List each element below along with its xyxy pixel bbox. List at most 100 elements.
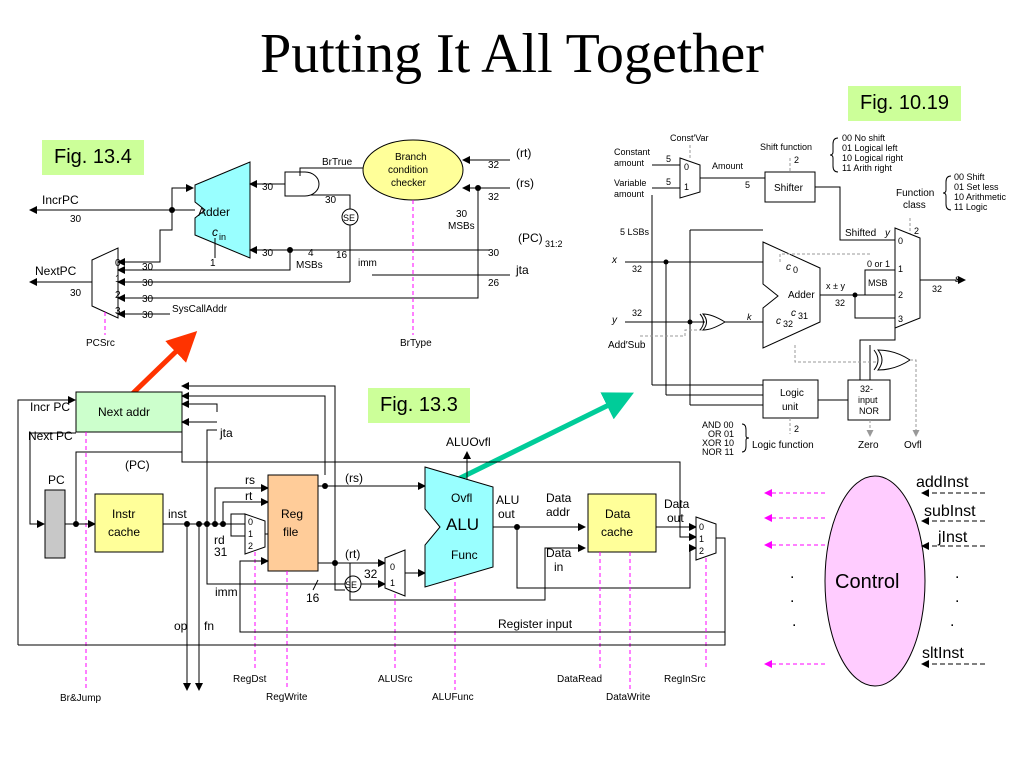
xor-gate bbox=[701, 313, 726, 331]
fig-13-3-datapath: Incr PC Next PC Next addr jta Br&Jump PC… bbox=[17, 382, 726, 704]
svg-text:10 Logical right: 10 Logical right bbox=[842, 153, 904, 163]
svg-text:32: 32 bbox=[632, 308, 642, 318]
svg-text:31: 31 bbox=[798, 311, 808, 321]
svg-text:(rt): (rt) bbox=[516, 146, 531, 160]
svg-text:5 LSBs: 5 LSBs bbox=[620, 227, 650, 237]
input-jinst: jInst bbox=[937, 529, 968, 546]
svg-text:.: . bbox=[955, 565, 959, 582]
svg-text:Branch: Branch bbox=[395, 152, 427, 163]
and-gate bbox=[284, 171, 320, 197]
svg-text:10 Arithmetic: 10 Arithmetic bbox=[954, 192, 1007, 202]
svg-text:(rs): (rs) bbox=[516, 176, 534, 190]
fig-13-4-tag: Fig. 13.4 bbox=[42, 140, 144, 175]
svg-text:Logic function: Logic function bbox=[752, 440, 814, 451]
svg-text:Function: Function bbox=[896, 188, 934, 199]
svg-text:Data: Data bbox=[664, 497, 690, 511]
svg-text:Ovfl: Ovfl bbox=[451, 491, 472, 505]
nextpc-label: NextPC bbox=[35, 264, 77, 278]
svg-text:32: 32 bbox=[488, 192, 500, 203]
svg-text:Data: Data bbox=[605, 507, 631, 521]
svg-text:.: . bbox=[792, 613, 796, 630]
svg-text:Incr PC: Incr PC bbox=[30, 400, 70, 414]
svg-text:Reg: Reg bbox=[281, 507, 303, 521]
svg-text:Func: Func bbox=[451, 548, 478, 562]
alu-block bbox=[424, 466, 494, 588]
input-sltinst: sltInst bbox=[922, 645, 964, 662]
svg-text:11 Arith right: 11 Arith right bbox=[842, 163, 892, 173]
svg-text:Shifted: Shifted bbox=[845, 228, 876, 239]
svg-text:16: 16 bbox=[336, 250, 348, 261]
svg-text:cache: cache bbox=[601, 525, 633, 539]
svg-text:y: y bbox=[884, 228, 891, 239]
red-arrow bbox=[126, 331, 198, 400]
svg-text:00 Shift: 00 Shift bbox=[954, 172, 985, 182]
svg-text:Add′Sub: Add′Sub bbox=[608, 340, 646, 351]
pc-adder bbox=[194, 161, 251, 259]
svg-text:26: 26 bbox=[488, 278, 500, 289]
incrpc-label: IncrPC bbox=[42, 193, 79, 207]
instr-cache bbox=[94, 493, 164, 553]
svg-text:0: 0 bbox=[793, 265, 798, 275]
svg-text:NOR 11: NOR 11 bbox=[702, 447, 734, 457]
svg-text:s: s bbox=[955, 274, 960, 285]
svg-text:MSB: MSB bbox=[868, 278, 888, 288]
signal-reginsrc: RegInSrc bbox=[664, 674, 706, 685]
svg-text:ALU: ALU bbox=[496, 493, 519, 507]
svg-text:Amount: Amount bbox=[712, 161, 744, 171]
svg-text:00 No shift: 00 No shift bbox=[842, 133, 886, 143]
svg-text:checker: checker bbox=[391, 178, 427, 189]
svg-text:ALUOvfl: ALUOvfl bbox=[446, 435, 491, 449]
svg-text:rs: rs bbox=[245, 473, 255, 487]
svg-text:file: file bbox=[283, 525, 299, 539]
regdst-mux bbox=[244, 513, 266, 555]
adder-unit bbox=[762, 241, 821, 349]
svg-text:30: 30 bbox=[262, 248, 274, 259]
fig-10-19-diagram: Const′Var Constant amount Variable amoun… bbox=[608, 133, 1007, 457]
svg-text:y: y bbox=[611, 315, 618, 326]
svg-text:2: 2 bbox=[914, 226, 919, 236]
svg-text:c: c bbox=[786, 262, 791, 273]
svg-text:30: 30 bbox=[488, 248, 500, 259]
svg-text:x ± y: x ± y bbox=[826, 281, 845, 291]
svg-text:01 Logical left: 01 Logical left bbox=[842, 143, 898, 153]
pc-mux bbox=[91, 247, 119, 319]
svg-text:condition: condition bbox=[388, 165, 428, 176]
reginsrc-mux bbox=[695, 516, 717, 561]
svg-text:Data: Data bbox=[546, 546, 572, 560]
svg-text:Zero: Zero bbox=[858, 440, 879, 451]
fig-13-3-tag: Fig. 13.3 bbox=[368, 388, 470, 423]
se-box: SE bbox=[343, 213, 355, 223]
adder-label: Adder bbox=[198, 205, 230, 219]
cin-one: 1 bbox=[210, 258, 216, 269]
svg-text:2: 2 bbox=[248, 541, 253, 551]
svg-text:32: 32 bbox=[632, 264, 642, 274]
svg-text:5: 5 bbox=[666, 177, 671, 187]
signal-alufunc: ALUFunc bbox=[432, 692, 474, 703]
svg-text:0: 0 bbox=[684, 162, 689, 172]
svg-text:01 Set less: 01 Set less bbox=[954, 182, 999, 192]
svg-text:32: 32 bbox=[488, 160, 500, 171]
svg-text:Register input: Register input bbox=[498, 617, 573, 631]
signal-alusrc: ALUSrc bbox=[378, 674, 412, 685]
svg-text:ALU: ALU bbox=[446, 515, 479, 534]
svg-text:32-: 32- bbox=[860, 384, 873, 394]
svg-text:0: 0 bbox=[248, 517, 253, 527]
svg-text:imm: imm bbox=[215, 585, 238, 599]
svg-text:1: 1 bbox=[115, 274, 121, 285]
svg-text:30: 30 bbox=[142, 262, 154, 273]
svg-text:30: 30 bbox=[70, 214, 82, 225]
svg-text:16: 16 bbox=[306, 591, 320, 605]
svg-text:31: 31 bbox=[214, 545, 228, 559]
reg-file bbox=[267, 474, 319, 572]
svg-text:op: op bbox=[174, 619, 188, 633]
svg-text:30: 30 bbox=[262, 182, 274, 193]
svg-text:rd: rd bbox=[214, 533, 225, 547]
control-ellipse bbox=[824, 475, 926, 687]
svg-text:30: 30 bbox=[70, 288, 82, 299]
svg-text:0: 0 bbox=[898, 236, 903, 246]
cin-label: c bbox=[212, 225, 218, 239]
nor-box bbox=[847, 379, 891, 421]
signal-regdst: RegDst bbox=[233, 674, 267, 685]
